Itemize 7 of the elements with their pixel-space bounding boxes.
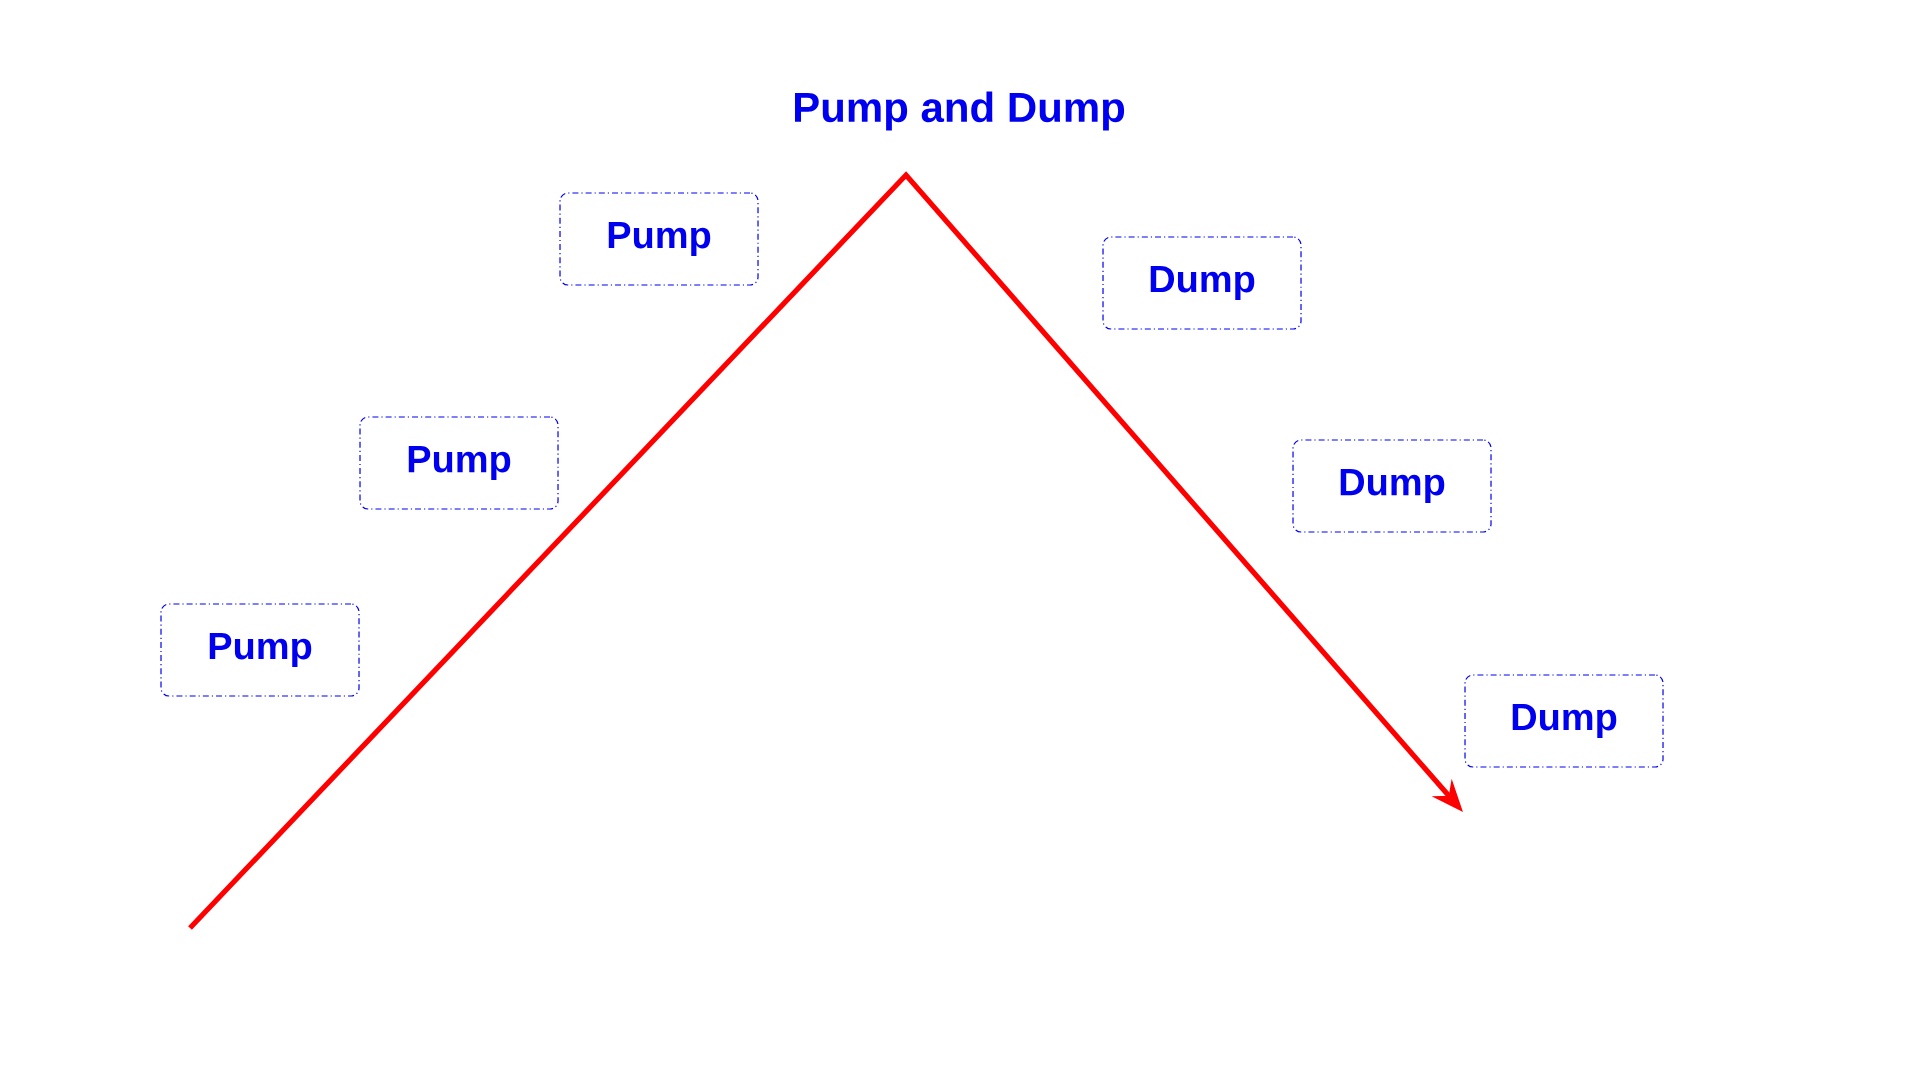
- label-box: Dump: [1464, 674, 1664, 768]
- label-box: Pump: [559, 192, 759, 286]
- label-box: Dump: [1292, 439, 1492, 533]
- label-box: Pump: [359, 416, 559, 510]
- title: Pump and Dump: [795, 91, 1125, 131]
- label-box: Dump: [1102, 236, 1302, 330]
- label-box: Pump: [160, 603, 360, 697]
